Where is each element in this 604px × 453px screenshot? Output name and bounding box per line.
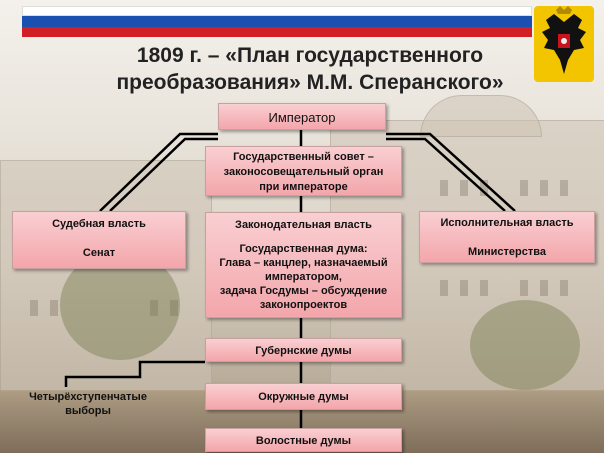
provincial-dumas-node: Губернские думы <box>205 338 402 362</box>
legislative-line-3: императором, <box>265 271 342 283</box>
judicial-body: Сенат <box>82 247 116 259</box>
elections-label: Четырёхступенчатые выборы <box>8 390 168 418</box>
legislative-node: Законодательная власть Государственная д… <box>205 212 402 318</box>
district-dumas-label: Окружные думы <box>258 391 349 403</box>
judicial-title: Судебная власть <box>52 218 146 230</box>
executive-title: Исполнительная власть <box>440 217 574 229</box>
state-council-line-3: при императоре <box>259 181 348 193</box>
legislative-line-5: законопроектов <box>259 299 348 311</box>
state-council-line-1: Государственный совет – <box>233 151 374 163</box>
emperor-node: Император <box>218 103 386 130</box>
elections-label-line-2: выборы <box>65 405 111 417</box>
judicial-node: Судебная власть Сенат <box>12 211 186 269</box>
district-dumas-node: Окружные думы <box>205 383 402 410</box>
state-council-node: Государственный совет – законосовещатель… <box>205 146 402 196</box>
volost-dumas-label: Волостные думы <box>255 435 352 447</box>
title-line-1: 1809 г. – «План государственного <box>136 44 484 67</box>
provincial-dumas-label: Губернские думы <box>255 345 352 357</box>
legislative-line-1: Государственная дума: <box>239 243 368 255</box>
legislative-line-4: задача Госдумы – обсуждение <box>219 285 388 297</box>
elections-label-line-1: Четырёхступенчатые <box>29 391 147 403</box>
executive-body: Министерства <box>468 246 546 258</box>
double-headed-eagle-icon <box>532 4 596 84</box>
title-line-2: преобразования» М.М. Сперанского» <box>116 71 504 94</box>
emperor-label: Император <box>268 110 336 125</box>
russian-flag <box>22 6 532 37</box>
volost-dumas-node: Волостные думы <box>205 428 402 452</box>
page-title: 1809 г. – «План государственного преобра… <box>40 42 580 96</box>
legislative-title: Законодательная власть <box>235 219 372 231</box>
legislative-line-2: Глава – канцлер, назначаемый <box>219 257 388 269</box>
state-council-line-2: законосовещательный орган <box>223 166 384 178</box>
executive-node: Исполнительная власть Министерства <box>419 211 595 263</box>
